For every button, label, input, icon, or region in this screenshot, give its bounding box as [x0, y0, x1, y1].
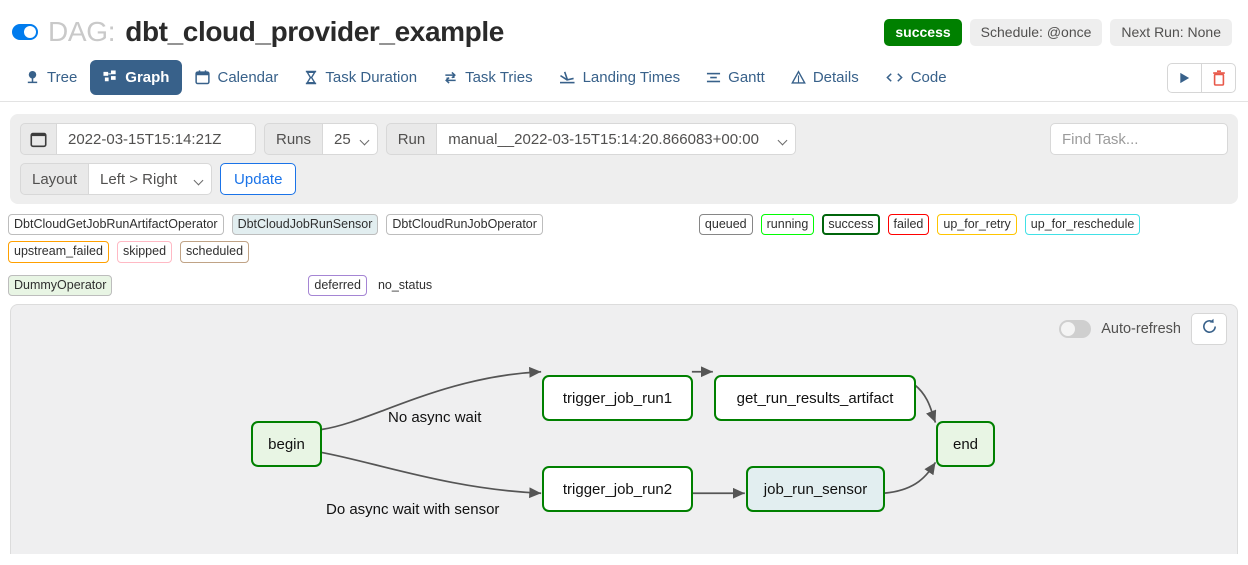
dag-filter-bar: 2022-03-15T15:14:21Z Runs 25 Run manual_… [10, 114, 1238, 204]
legend-operator[interactable]: DbtCloudGetJobRunArtifactOperator [8, 214, 224, 236]
run-select[interactable]: manual__2022-03-15T15:14:20.866083+00:00 [436, 123, 797, 155]
task-node-trigger-job-run1[interactable]: trigger_job_run1 [542, 375, 693, 422]
graph-toolbar: Auto-refresh [1059, 313, 1227, 346]
next-run-badge: Next Run: None [1110, 18, 1232, 46]
layout-group: Layout Left > Right [20, 163, 213, 195]
legend-state-skipped[interactable]: skipped [116, 241, 173, 263]
auto-refresh-toggle[interactable] [1059, 320, 1092, 339]
task-node-job-run-sensor[interactable]: job_run_sensor [746, 466, 885, 513]
legend-spacer [120, 275, 300, 296]
task-node-label: trigger_job_run2 [562, 480, 673, 498]
edge-label-do-async-wait: Do async wait with sensor [326, 501, 500, 519]
run-group: Run manual__2022-03-15T15:14:20.866083+0… [385, 123, 797, 155]
run-label: Run [385, 123, 438, 155]
dag-pause-toggle[interactable] [12, 24, 38, 40]
legend-spacer [551, 214, 691, 235]
legend-state-no-status[interactable]: no_status [377, 277, 433, 292]
tab-landing-times[interactable]: Landing Times [546, 60, 694, 95]
task-node-get-run-results-artifact[interactable]: get_run_results_artifact [714, 375, 916, 422]
find-task-input[interactable]: Find Task... [1050, 123, 1228, 155]
hourglass-icon [304, 70, 318, 85]
task-node-label: trigger_job_run1 [562, 389, 673, 407]
task-node-end[interactable]: end [936, 421, 995, 468]
legend-bar: DbtCloudGetJobRunArtifactOperator DbtClo… [0, 204, 1248, 304]
tab-code[interactable]: Code [872, 60, 960, 95]
graph-canvas[interactable]: Auto-refresh begin trigger_job_run1 [10, 304, 1238, 555]
edge-label-no-async-wait: No async wait [388, 409, 482, 427]
runs-select[interactable]: 25 [322, 123, 378, 155]
tab-gantt[interactable]: Gantt [693, 60, 778, 95]
tab-task-tries[interactable]: Task Tries [430, 60, 546, 95]
gantt-icon [706, 70, 721, 85]
legend-state-running[interactable]: running [760, 214, 815, 236]
calendar-picker-icon[interactable] [20, 123, 57, 155]
legend-state-scheduled[interactable]: scheduled [180, 241, 250, 263]
legend-operator[interactable]: DbtCloudRunJobOperator [386, 214, 543, 236]
tab-graph-label: Graph [125, 69, 170, 86]
status-badge: success [884, 18, 962, 46]
tree-icon [25, 70, 40, 85]
task-node-label: job_run_sensor [763, 480, 868, 498]
task-node-label: begin [268, 435, 305, 453]
legend-operator[interactable]: DummyOperator [8, 274, 113, 297]
tab-code-label: Code [910, 69, 947, 86]
legend-state-deferred[interactable]: deferred [308, 274, 367, 297]
landing-icon [559, 70, 576, 85]
page-title: dbt_cloud_provider_example [125, 16, 504, 47]
runs-group: Runs 25 [264, 123, 378, 155]
task-node-label: get_run_results_artifact [736, 389, 894, 407]
dag-header-badges: success Schedule: @once Next Run: None [884, 18, 1236, 46]
delete-dag-trash-icon[interactable] [1201, 63, 1235, 92]
dag-header: DAG: dbt_cloud_provider_example success … [0, 0, 1248, 48]
dag-prefix-label: DAG: [48, 16, 116, 47]
legend-state-success[interactable]: success [822, 214, 880, 236]
dag-view-tabs: Tree Graph Calendar Task Duration Task T… [0, 48, 1248, 102]
task-node-trigger-job-run2[interactable]: trigger_job_run2 [542, 466, 693, 513]
tab-details-label: Details [812, 69, 859, 86]
code-icon [885, 70, 904, 85]
retry-icon [443, 70, 458, 85]
legend-state-failed[interactable]: failed [887, 214, 930, 236]
details-icon [790, 70, 806, 85]
schedule-badge[interactable]: Schedule: @once [969, 18, 1103, 46]
tab-task-duration-label: Task Duration [325, 69, 418, 86]
tab-tree-label: Tree [47, 69, 78, 86]
tab-gantt-label: Gantt [728, 69, 765, 86]
tab-details[interactable]: Details [778, 60, 872, 95]
tab-calendar[interactable]: Calendar [182, 60, 291, 95]
tab-calendar-label: Calendar [217, 69, 279, 86]
tab-tree[interactable]: Tree [12, 60, 90, 95]
legend-operator[interactable]: DbtCloudJobRunSensor [231, 214, 379, 236]
update-button[interactable]: Update [220, 163, 297, 195]
layout-select[interactable]: Left > Right [88, 163, 213, 195]
dag-action-buttons [1167, 62, 1236, 93]
refresh-button[interactable] [1191, 313, 1227, 346]
legend-state-queued[interactable]: queued [698, 214, 753, 236]
base-date-group: 2022-03-15T15:14:21Z [20, 123, 256, 155]
legend-state-upstream-failed[interactable]: upstream_failed [8, 241, 109, 263]
base-date-input[interactable]: 2022-03-15T15:14:21Z [56, 123, 256, 155]
tab-landing-times-label: Landing Times [582, 69, 681, 86]
tab-task-tries-label: Task Tries [465, 69, 533, 86]
layout-label: Layout [20, 163, 90, 195]
tab-task-duration[interactable]: Task Duration [291, 60, 430, 95]
legend-state-up-for-reschedule[interactable]: up_for_reschedule [1024, 214, 1141, 236]
auto-refresh-label: Auto-refresh [1101, 321, 1181, 338]
calendar-icon [195, 70, 211, 85]
runs-label: Runs [264, 123, 324, 155]
graph-icon [103, 70, 118, 85]
trigger-dag-play-icon[interactable] [1168, 64, 1201, 92]
graph-edges [321, 366, 937, 499]
task-node-label: end [952, 435, 979, 453]
task-node-begin[interactable]: begin [251, 421, 322, 468]
legend-state-up-for-retry[interactable]: up_for_retry [937, 214, 1017, 236]
refresh-icon [1201, 318, 1218, 340]
tab-graph[interactable]: Graph [90, 60, 183, 95]
